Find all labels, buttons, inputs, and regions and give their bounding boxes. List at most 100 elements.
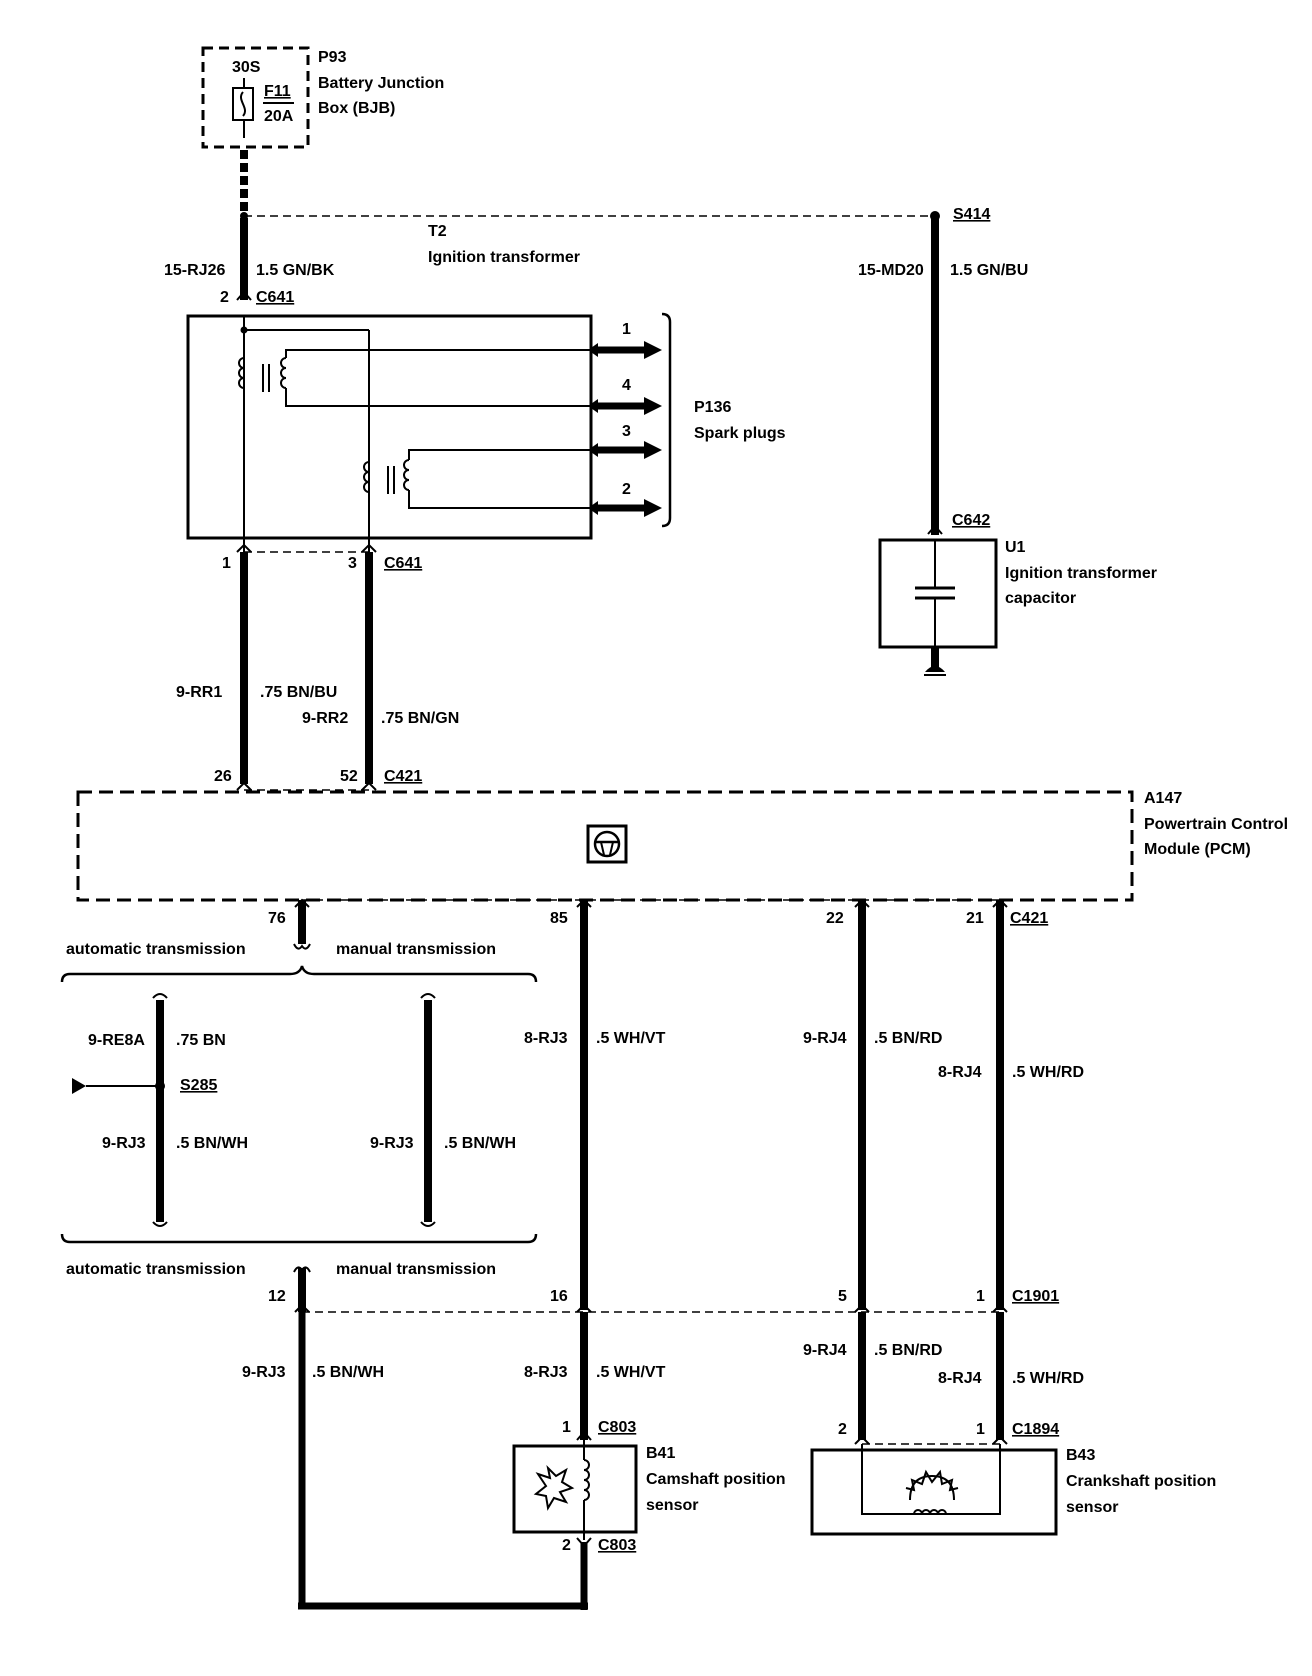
c421-pin-26: 26	[214, 768, 232, 785]
c1901-pin-12: 12	[268, 1288, 286, 1305]
c1894-pin-2: 2	[838, 1421, 847, 1438]
c641-top-label: C641	[256, 289, 294, 306]
wire-9-rj3-auto-spec: .5 BN/WH	[176, 1135, 248, 1152]
wire-9-rj3-manual-spec: .5 BN/WH	[444, 1135, 516, 1152]
c641-pin-2: 2	[220, 289, 229, 306]
splice-arrow-icon	[72, 1078, 86, 1094]
wire-8-rj4-upper-circuit: 8-RJ4	[938, 1064, 982, 1081]
wire-9-rj3-manual-circuit: 9-RJ3	[370, 1135, 414, 1152]
auto-trans-label-bottom: automatic transmission	[66, 1261, 246, 1278]
secondary-coil-1-icon	[280, 357, 287, 389]
c421-pin-85: 85	[550, 910, 568, 927]
wire-9-re8a-spec: .75 BN	[176, 1032, 226, 1049]
c803-pin-1: 1	[562, 1419, 571, 1436]
spark-plug-3: 3	[622, 423, 631, 440]
primary-coil-1-icon	[238, 357, 245, 389]
fuse-number: F11	[264, 83, 291, 100]
secondary-coil-2-icon	[403, 459, 410, 491]
spark-plug-outputs: 1 4 3 2 P136 Spark plugs	[588, 312, 786, 528]
wire-8-rj4-lower-circuit: 8-RJ4	[938, 1370, 982, 1387]
wire-8-rj3-upper-spec: .5 WH/VT	[596, 1030, 666, 1047]
c421-pin-22: 22	[826, 910, 844, 927]
u1-ref: U1	[1005, 539, 1026, 556]
wire-9-rj3-lower-spec: .5 BN/WH	[312, 1364, 384, 1381]
wire-9-rr1-circuit: 9-RR1	[176, 684, 222, 701]
wire-9-rj3-lower-circuit: 9-RJ3	[242, 1364, 286, 1381]
c1901-pin-1: 1	[976, 1288, 985, 1305]
ignition-capacitor: U1 Ignition transformer capacitor	[878, 538, 1157, 676]
bjb-name-line2: Box (BJB)	[318, 100, 395, 117]
spark-plug-2: 2	[622, 481, 631, 498]
wire-15-rj26-spec: 1.5 GN/BK	[256, 262, 335, 279]
wire-8-rj4-upper-spec: .5 WH/RD	[1012, 1064, 1084, 1081]
c1901-pin-5: 5	[838, 1288, 847, 1305]
wire-9-rr2-circuit: 9-RR2	[302, 710, 348, 727]
camshaft-reluctor-icon	[533, 1464, 575, 1511]
c1894-label: C1894	[1012, 1421, 1059, 1438]
c421-bottom-label: C421	[1010, 910, 1048, 927]
wire-8-rj3-lower-spec: .5 WH/VT	[596, 1364, 666, 1381]
transmission-variant-bracket-top	[60, 965, 538, 983]
t2-name: Ignition transformer	[428, 249, 580, 266]
bjb-terminal: 30S	[232, 59, 261, 76]
pcm-name-line2: Module (PCM)	[1144, 841, 1251, 858]
b41-ref: B41	[646, 1445, 675, 1462]
wire-9-rj3-auto-circuit: 9-RJ3	[102, 1135, 146, 1152]
wire-8-rj4-lower-spec: .5 WH/RD	[1012, 1370, 1084, 1387]
battery-junction-box: 30S F11 20A P93 Battery Junction Box (BJ…	[201, 46, 444, 149]
splice-s285	[155, 1081, 165, 1091]
fuse-icon	[240, 91, 246, 117]
c641-bottom-label: C641	[384, 555, 422, 572]
c421-pin-21: 21	[966, 910, 984, 927]
t2-ref: T2	[428, 223, 447, 240]
c803-top-label: C803	[598, 1419, 636, 1436]
wire-9-rr2-spec: .75 BN/GN	[381, 710, 459, 727]
camshaft-position-sensor: B41 Camshaft position sensor	[512, 1440, 786, 1540]
spark-plug-4: 4	[622, 377, 631, 394]
wire-15-md20-circuit: 15-MD20	[858, 262, 924, 279]
c641-pin-1: 1	[222, 555, 231, 572]
wire-8-rj3-lower-circuit: 8-RJ3	[524, 1364, 568, 1381]
wire-9-rr1-spec: .75 BN/BU	[260, 684, 337, 701]
c421-pin-76: 76	[268, 910, 286, 927]
wire-9-rj4-upper-spec: .5 BN/RD	[874, 1030, 942, 1047]
wire-8-rj3-upper-circuit: 8-RJ3	[524, 1030, 568, 1047]
ignition-transformer	[186, 314, 598, 552]
crankshaft-reluctor-icon	[909, 1474, 955, 1501]
wire-9-re8a-circuit: 9-RE8A	[88, 1032, 145, 1049]
splice-s285-label: S285	[180, 1077, 217, 1094]
crankshaft-coil-icon	[913, 1509, 947, 1515]
crankshaft-position-sensor: B43 Crankshaft position sensor	[810, 1444, 1216, 1536]
ground-icon	[925, 666, 945, 672]
c421-top-label: C421	[384, 768, 422, 785]
splice-s414-label: S414	[953, 206, 990, 223]
wire-15-rj26-circuit: 15-RJ26	[164, 262, 225, 279]
bjb-ref: P93	[318, 49, 347, 66]
bjb-name-line1: Battery Junction	[318, 75, 444, 92]
c641-pin-3: 3	[348, 555, 357, 572]
manual-trans-label-top: manual transmission	[336, 941, 496, 958]
spark-plug-1: 1	[622, 321, 631, 338]
u1-name-line1: Ignition transformer	[1005, 565, 1157, 582]
spark-plugs-bracket	[661, 312, 672, 528]
camshaft-coil-icon	[583, 1459, 590, 1501]
wire-9-rj4-lower-circuit: 9-RJ4	[803, 1342, 847, 1359]
c803-pin-2: 2	[562, 1537, 571, 1554]
fuse-rating: 20A	[264, 108, 294, 125]
transmission-variant-bracket-bottom	[60, 1233, 538, 1244]
wire-9-rj4-lower-spec: .5 BN/RD	[874, 1342, 942, 1359]
c642-label: C642	[952, 512, 990, 529]
u1-name-line2: capacitor	[1005, 590, 1076, 607]
wire-15-md20-spec: 1.5 GN/BU	[950, 262, 1028, 279]
c421-pin-52: 52	[340, 768, 358, 785]
b41-name-line2: sensor	[646, 1497, 698, 1514]
spark-plugs-ref: P136	[694, 399, 731, 416]
c803-bottom-label: C803	[598, 1537, 636, 1554]
pcm-ref: A147	[1144, 790, 1182, 807]
b43-name-line2: sensor	[1066, 1499, 1118, 1516]
c1901-label: C1901	[1012, 1288, 1059, 1305]
b43-name-line1: Crankshaft position	[1066, 1473, 1216, 1490]
wire-9-rj4-upper-circuit: 9-RJ4	[803, 1030, 847, 1047]
pcm-symbol-icon	[586, 824, 628, 864]
